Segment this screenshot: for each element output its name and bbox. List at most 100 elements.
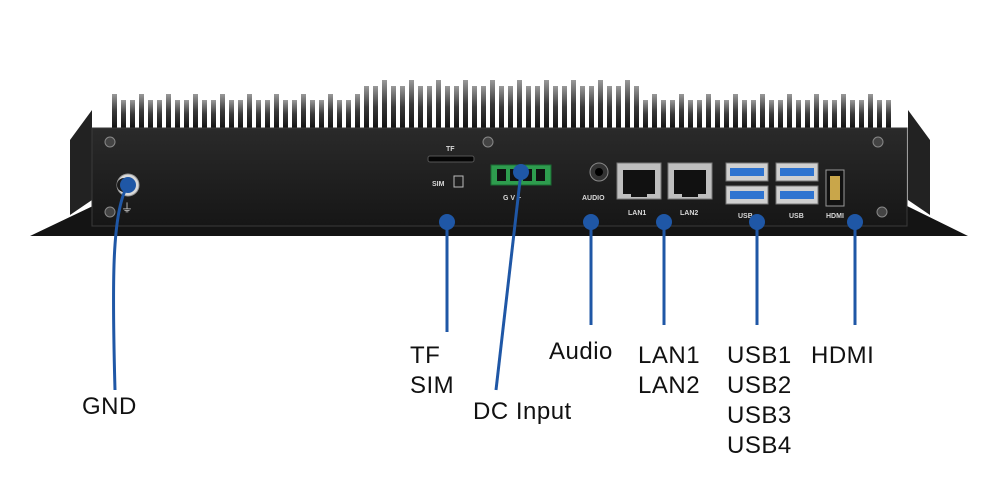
audio-jack: AUDIO (582, 162, 609, 202)
callout-audio: Audio (549, 337, 613, 367)
heatsink-fin (652, 94, 657, 128)
heatsink-fin (238, 100, 243, 128)
heatsink-fin (400, 86, 405, 128)
usb-right-panel-label: USB (789, 213, 804, 220)
heatsink-fin (787, 94, 792, 128)
audio-panel-label: AUDIO (582, 195, 605, 202)
heatsink-fin (292, 100, 297, 128)
left-side-fins (70, 110, 92, 215)
heatsink-fin (130, 100, 135, 128)
heatsink-fin (202, 100, 207, 128)
callout-hdmi: HDMI (811, 341, 874, 371)
heatsink-fin (715, 100, 720, 128)
heatsink-fin (436, 80, 441, 128)
heatsink-fin (661, 100, 666, 128)
heatsink-fin (859, 100, 864, 128)
heatsink-fin (589, 86, 594, 128)
callout-sim-line: SIM (410, 372, 455, 399)
callout-usb1-line: USB1 (727, 342, 792, 369)
callout-audio-line: Audio (549, 338, 613, 365)
callout-usb: USB1 USB2 USB3 USB4 (727, 341, 792, 461)
sim-panel-label: SIM (432, 181, 445, 188)
hdmi-port: HDMI (825, 169, 845, 220)
lan1-port: LAN1 (616, 162, 662, 217)
heatsink-fin (454, 86, 459, 128)
lan2-panel-label: LAN2 (680, 210, 698, 217)
heatsink-fin (841, 94, 846, 128)
heatsink-fin (364, 86, 369, 128)
heatsink-fin (616, 86, 621, 128)
heatsink-fin (760, 94, 765, 128)
heatsink-fin (499, 86, 504, 128)
heatsink-fin (886, 100, 891, 128)
heatsink-fin (553, 86, 558, 128)
heatsink-fin (418, 86, 423, 128)
gnd-leader (111, 184, 130, 391)
leader-dots (120, 164, 863, 230)
heatsink-fin (157, 100, 162, 128)
heatsink-fin (625, 80, 630, 128)
heatsink-fin (679, 94, 684, 128)
lan2-port: LAN2 (667, 162, 713, 217)
tf-panel-label: TF (446, 146, 455, 153)
heatsink-fin (220, 94, 225, 128)
heatsink-fin (517, 80, 522, 128)
heatsink-fin (769, 100, 774, 128)
heatsink-fin (607, 86, 612, 128)
heatsink-fin (346, 100, 351, 128)
usb-stack-right: USB (775, 162, 819, 220)
heatsink-fin (184, 100, 189, 128)
heatsink-fin (166, 94, 171, 128)
heatsink-fin (868, 94, 873, 128)
heatsink-fin (670, 100, 675, 128)
hdmi-panel-label: HDMI (826, 213, 844, 220)
heatsink-fins (112, 80, 891, 128)
usb-stack-left: USB (725, 162, 769, 220)
heatsink-fin (247, 94, 252, 128)
heatsink-fin (796, 100, 801, 128)
heatsink-fin (805, 100, 810, 128)
right-side-fins (908, 110, 930, 215)
heatsink-fin (697, 100, 702, 128)
heatsink-fin (193, 94, 198, 128)
callout-tf-line: TF (410, 342, 441, 369)
heatsink-fin (373, 86, 378, 128)
heatsink-fin (562, 86, 567, 128)
heatsink-fin (814, 94, 819, 128)
heatsink-fin (580, 86, 585, 128)
callout-hdmi-line: HDMI (811, 342, 875, 369)
callout-lan: LAN1 LAN2 (638, 341, 700, 401)
heatsink-fin (571, 80, 576, 128)
heatsink-fin (382, 80, 387, 128)
lan1-panel-label: LAN1 (628, 210, 646, 217)
tf-sim-slot: TF SIM (427, 146, 475, 188)
heatsink-fin (139, 94, 144, 128)
heatsink-fin (751, 100, 756, 128)
heatsink-fin (256, 100, 261, 128)
heatsink-fin (742, 100, 747, 128)
heatsink-fin (121, 100, 126, 128)
heatsink-fin (598, 80, 603, 128)
heatsink-fin (427, 86, 432, 128)
heatsink-fin (301, 94, 306, 128)
heatsink-fin (481, 86, 486, 128)
heatsink-fin (337, 100, 342, 128)
heatsink-fin (823, 100, 828, 128)
heatsink-fin (535, 86, 540, 128)
callout-lan1-line: LAN1 (638, 342, 701, 369)
heatsink-fin (355, 94, 360, 128)
heatsink-fin (175, 100, 180, 128)
heatsink-fin (850, 100, 855, 128)
callout-usb3-line: USB3 (727, 402, 792, 429)
heatsink-fin (148, 100, 153, 128)
heatsink-fin (634, 86, 639, 128)
heatsink-fin (778, 100, 783, 128)
heatsink-fin (706, 94, 711, 128)
heatsink-fin (724, 100, 729, 128)
callout-gnd: GND (82, 392, 137, 422)
dc-input-leader (494, 171, 523, 391)
callout-dc-input: DC Input (473, 397, 572, 427)
panel-screws (104, 136, 888, 218)
